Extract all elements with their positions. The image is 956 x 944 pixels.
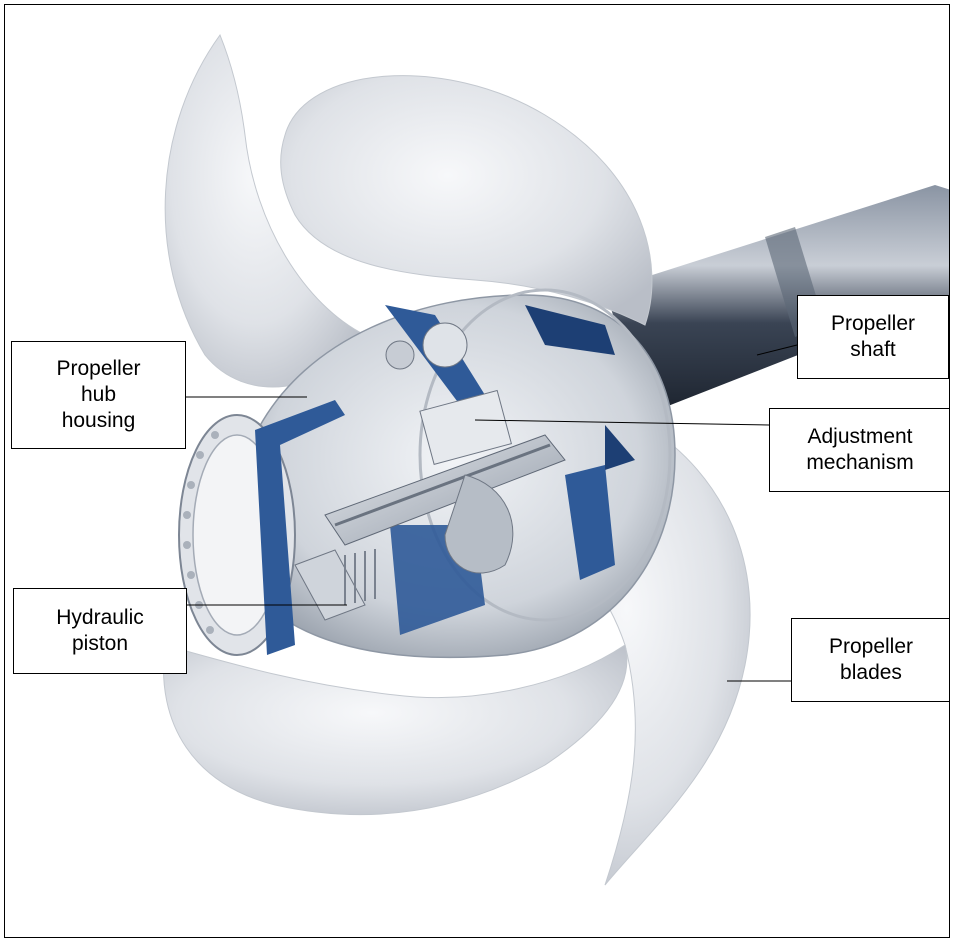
- blade-bottom: [163, 645, 626, 815]
- diagram-frame: Propeller hub housing Propeller shaft Ad…: [4, 4, 950, 938]
- label-propeller-shaft: Propeller shaft: [797, 295, 949, 379]
- label-hydraulic-piston: Hydraulic piston: [13, 588, 187, 674]
- blade-top: [281, 76, 652, 325]
- label-adjustment-mechanism: Adjustment mechanism: [769, 408, 950, 492]
- label-propeller-hub-housing: Propeller hub housing: [11, 341, 186, 449]
- label-propeller-blades: Propeller blades: [791, 618, 950, 702]
